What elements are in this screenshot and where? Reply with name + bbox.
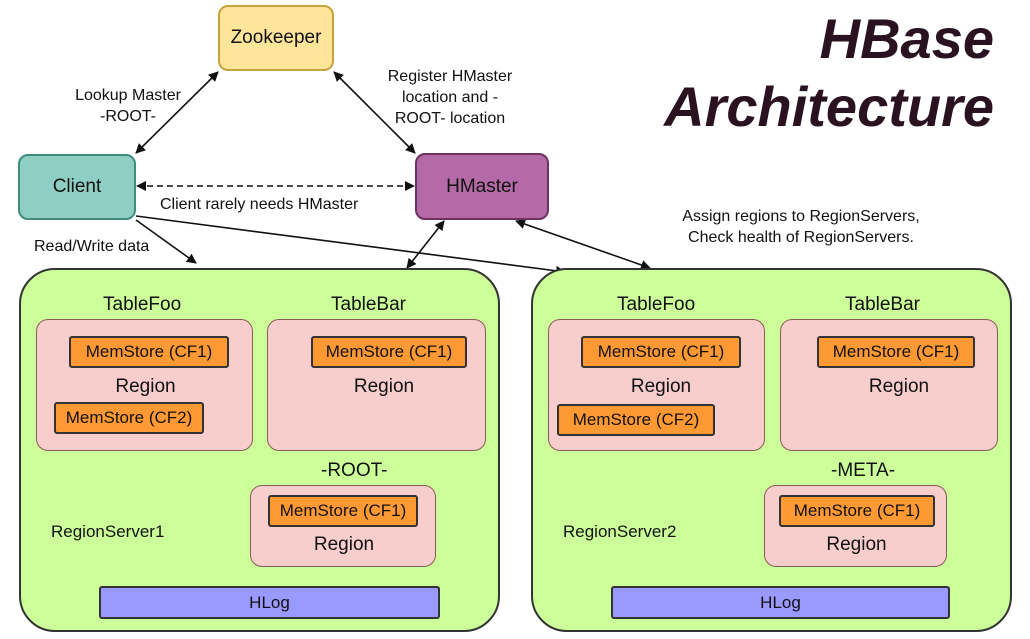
assign-regions-line-2: Check health of RegionServers. bbox=[688, 229, 914, 246]
region-table-foo: MemStore (CF1) Region MemStore (CF2) bbox=[36, 319, 253, 451]
region-root: MemStore (CF1) Region bbox=[250, 485, 436, 567]
memstore-cf1: MemStore (CF1) bbox=[268, 495, 418, 527]
region-label: Region bbox=[115, 376, 176, 397]
region-label: Region bbox=[353, 376, 415, 397]
regionserver-2: TableFoo TableBar MemStore (CF1) Region … bbox=[531, 268, 1012, 632]
zookeeper-node: Zookeeper bbox=[218, 5, 334, 71]
hmaster-rs1-arrow bbox=[406, 220, 445, 269]
client-node: Client bbox=[18, 154, 136, 220]
hmaster-rs2-arrow bbox=[515, 219, 651, 270]
title-line-1: HBase bbox=[819, 7, 994, 70]
assign-regions-label: Assign regions to RegionServers, Check h… bbox=[656, 206, 946, 248]
register-hmaster-line-3: ROOT- location bbox=[394, 110, 506, 127]
register-hmaster-line-2: location and - bbox=[401, 89, 499, 106]
title-line-2: Architecture bbox=[664, 75, 994, 138]
table-foo-label: TableFoo bbox=[617, 294, 696, 315]
hlog: HLog bbox=[99, 586, 440, 619]
memstore-cf2: MemStore (CF2) bbox=[54, 402, 204, 434]
memstore-cf1: MemStore (CF1) bbox=[779, 495, 935, 527]
region-label: Region bbox=[826, 534, 887, 555]
client-rarely-label: Client rarely needs HMaster bbox=[160, 196, 359, 213]
register-hmaster-label: Register HMaster location and - ROOT- lo… bbox=[372, 66, 528, 129]
memstore-cf1: MemStore (CF1) bbox=[817, 336, 975, 368]
region-table-bar: MemStore (CF1) Region bbox=[267, 319, 486, 451]
memstore-cf2: MemStore (CF2) bbox=[557, 404, 715, 436]
meta-table-label: -META- bbox=[831, 460, 896, 481]
region-table-foo: MemStore (CF1) Region MemStore (CF2) bbox=[548, 319, 765, 451]
assign-regions-line-1: Assign regions to RegionServers, bbox=[682, 208, 920, 225]
memstore-cf1: MemStore (CF1) bbox=[69, 336, 229, 368]
regionserver-1: TableFoo TableBar MemStore (CF1) Region … bbox=[19, 268, 500, 632]
region-label: Region bbox=[868, 376, 930, 397]
lookup-master-line-1: Lookup Master bbox=[75, 87, 181, 104]
table-bar-label: TableBar bbox=[331, 294, 406, 315]
register-hmaster-line-1: Register HMaster bbox=[387, 68, 513, 85]
read-write-label: Read/Write data bbox=[34, 238, 150, 255]
regionserver-1-label: RegionServer1 bbox=[51, 522, 165, 541]
region-meta: MemStore (CF1) Region bbox=[764, 485, 947, 567]
table-foo-label: TableFoo bbox=[103, 294, 182, 315]
lookup-master-line-2: -ROOT- bbox=[100, 108, 156, 125]
region-table-bar: MemStore (CF1) Region bbox=[780, 319, 998, 451]
root-table-label: -ROOT- bbox=[321, 460, 388, 481]
hmaster-node: HMaster bbox=[415, 153, 549, 220]
regionserver-2-label: RegionServer2 bbox=[563, 522, 677, 541]
region-label: Region bbox=[630, 376, 692, 397]
hlog: HLog bbox=[611, 586, 950, 619]
memstore-cf1: MemStore (CF1) bbox=[311, 336, 467, 368]
lookup-master-label: Lookup Master -ROOT- bbox=[64, 85, 192, 127]
client-rs2-arrow bbox=[135, 215, 566, 276]
memstore-cf1: MemStore (CF1) bbox=[581, 336, 741, 368]
table-bar-label: TableBar bbox=[845, 294, 920, 315]
region-label: Region bbox=[313, 534, 375, 555]
